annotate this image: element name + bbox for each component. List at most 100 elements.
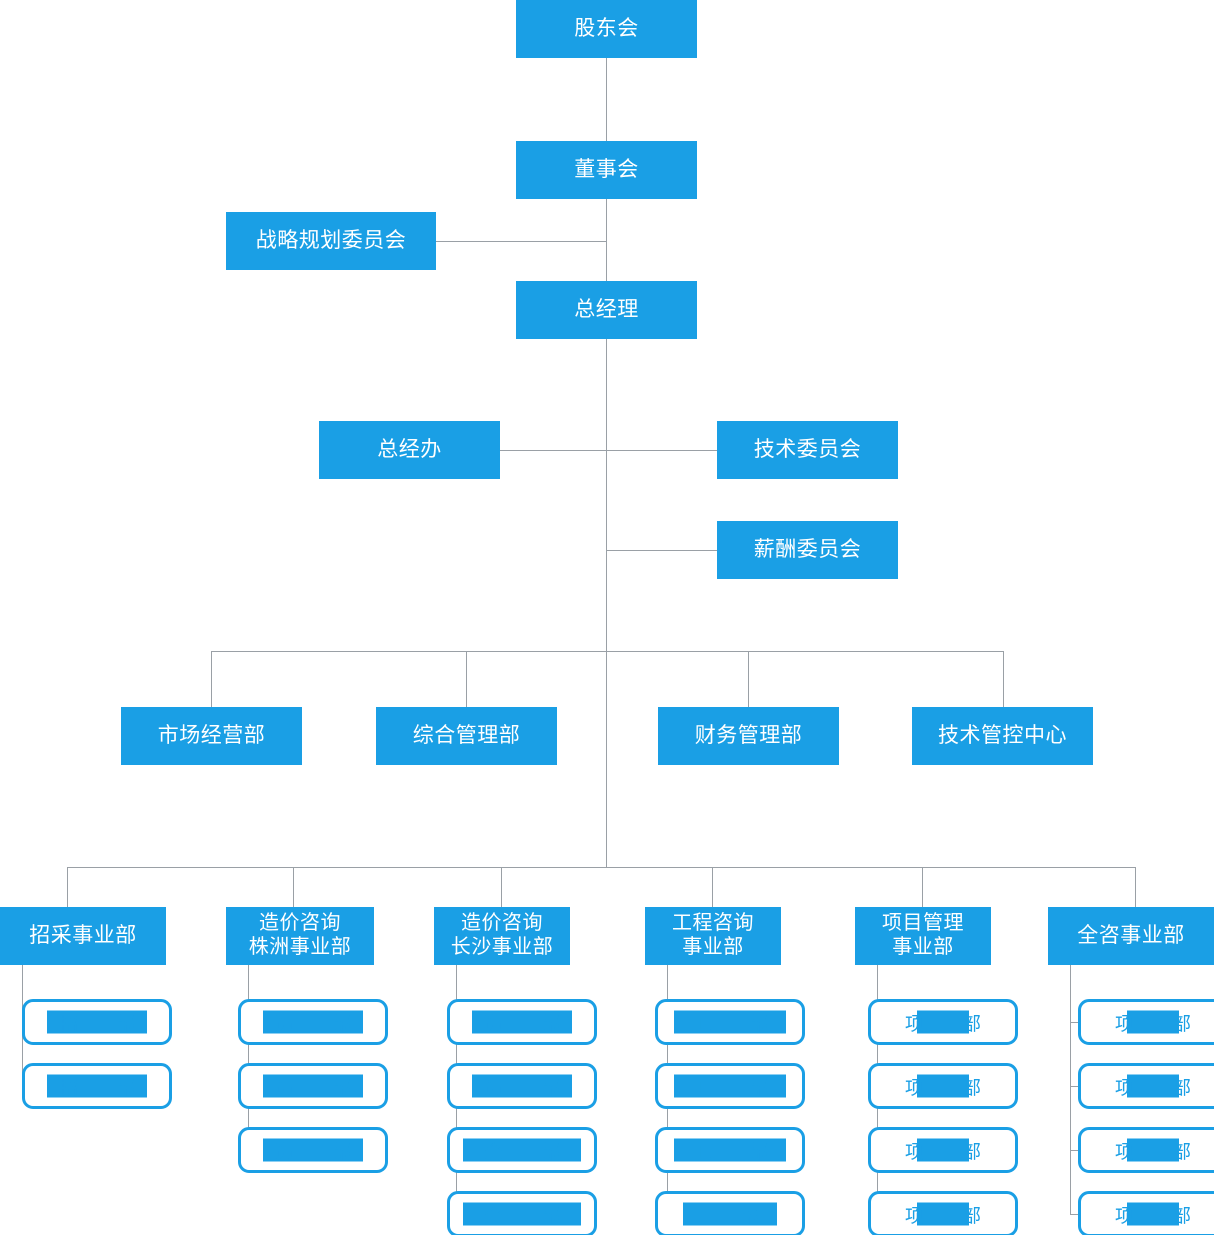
subunit-label: 全 部 (483, 1141, 560, 1163)
connector-department-bus (211, 651, 1004, 652)
connector-strategy-committee (436, 241, 607, 242)
node-subunit-0-1[interactable]: 招 部 (22, 1063, 172, 1109)
connector-bu-5-child-0 (1070, 1022, 1078, 1023)
redaction-bar (1127, 1074, 1179, 1098)
subunit-label: 项 部 (1114, 1205, 1191, 1227)
connector-dept-drop-4 (1003, 651, 1004, 707)
connector-bu-drop-4 (712, 867, 713, 907)
node-subunit-2-3[interactable]: 全 部 (447, 1191, 597, 1235)
node-subunit-5-3[interactable]: 项 部 (1078, 1191, 1214, 1235)
redaction-bar (463, 1138, 581, 1162)
subunit-label: 全 部 (483, 1205, 560, 1227)
connector-bu-drop-3 (501, 867, 502, 907)
subunit-label: 造 部 (483, 1013, 560, 1035)
node-subunit-1-1[interactable]: 造 部 (238, 1063, 388, 1109)
connector-bu-5-child-3 (1070, 1214, 1078, 1215)
subunit-label: 项 部 (904, 1141, 981, 1163)
node-subunit-2-2[interactable]: 全 部 (447, 1127, 597, 1173)
node-subunit-1-2[interactable]: 造 部 (238, 1127, 388, 1173)
redaction-bar (683, 1202, 777, 1226)
node-subunit-4-2[interactable]: 项 部 (868, 1127, 1018, 1173)
node-subunit-3-1[interactable]: 工 部 (655, 1063, 805, 1109)
subunit-label: 项 部 (904, 1077, 981, 1099)
node-subunit-0-0[interactable]: 招 部 (22, 999, 172, 1045)
connector-gm-office (500, 450, 607, 451)
subunit-label: 造 部 (274, 1077, 351, 1099)
node-department-1[interactable]: 综合管理部 (376, 707, 557, 765)
node-business-unit-2[interactable]: 造价咨询 长沙事业部 (434, 907, 570, 965)
redaction-bar (47, 1074, 147, 1098)
redaction-bar (917, 1202, 969, 1226)
node-business-unit-4[interactable]: 项目管理 事业部 (855, 907, 991, 965)
subunit-label: 工 部 (691, 1013, 768, 1035)
node-subunit-5-0[interactable]: 项 部 (1078, 999, 1214, 1045)
connector-comp-committee (606, 550, 717, 551)
node-business-unit-3[interactable]: 工程咨询 事业部 (645, 907, 781, 965)
subunit-label: 项 部 (904, 1013, 981, 1035)
node-subunit-3-3[interactable]: 部 (655, 1191, 805, 1235)
node-subunit-1-0[interactable]: 造 部 (238, 999, 388, 1045)
connector-bu-drop-2 (293, 867, 294, 907)
node-tech-committee[interactable]: 技术委员会 (717, 421, 898, 479)
connector-bu-drop-6 (1135, 867, 1136, 907)
node-department-2[interactable]: 财务管理部 (658, 707, 839, 765)
node-board[interactable]: 董事会 (516, 141, 697, 199)
node-department-0[interactable]: 市场经营部 (121, 707, 302, 765)
node-business-unit-5[interactable]: 全咨事业部 (1048, 907, 1214, 965)
subunit-label: 项 部 (1114, 1013, 1191, 1035)
redaction-bar (674, 1138, 786, 1162)
subunit-label: 项 部 (1114, 1077, 1191, 1099)
node-gm-office[interactable]: 总经办 (319, 421, 500, 479)
connector-bu-bus (67, 867, 1135, 868)
node-business-unit-1[interactable]: 造价咨询 株洲事业部 (226, 907, 374, 965)
subunit-label: 造 部 (274, 1013, 351, 1035)
connector-bu-drop-5 (922, 867, 923, 907)
node-subunit-3-2[interactable]: 工 部 (655, 1127, 805, 1173)
redaction-bar (674, 1074, 786, 1098)
node-subunit-2-1[interactable]: 造 部 (447, 1063, 597, 1109)
subunit-label: 招 部 (58, 1077, 135, 1099)
node-subunit-4-3[interactable]: 项 部 (868, 1191, 1018, 1235)
connector-bu-1-spine (248, 965, 249, 1150)
redaction-bar (1127, 1010, 1179, 1034)
node-subunit-5-1[interactable]: 项 部 (1078, 1063, 1214, 1109)
redaction-bar (47, 1010, 147, 1034)
subunit-label: 项 部 (1114, 1141, 1191, 1163)
connector-bu-5-spine (1070, 965, 1071, 1214)
node-department-3[interactable]: 技术管控中心 (912, 707, 1093, 765)
redaction-bar (472, 1074, 572, 1098)
redaction-bar (263, 1074, 363, 1098)
node-shareholders[interactable]: 股东会 (516, 0, 697, 58)
connector-tech-committee (606, 450, 717, 451)
node-subunit-2-0[interactable]: 造 部 (447, 999, 597, 1045)
node-comp-committee[interactable]: 薪酬委员会 (717, 521, 898, 579)
connector-shareholders-board (606, 58, 607, 141)
connector-bu-drop-1 (67, 867, 68, 907)
connector-bu-5-child-1 (1070, 1086, 1078, 1087)
subunit-label: 项 部 (904, 1205, 981, 1227)
subunit-label: 工 部 (691, 1141, 768, 1163)
connector-dept-drop-3 (748, 651, 749, 707)
node-subunit-4-1[interactable]: 项 部 (868, 1063, 1018, 1109)
subunit-label: 工 部 (691, 1077, 768, 1099)
connector-board-gm (606, 199, 607, 281)
subunit-label: 招 部 (58, 1013, 135, 1035)
redaction-bar (1127, 1138, 1179, 1162)
connector-trunk-to-bu (606, 651, 607, 867)
redaction-bar (263, 1138, 363, 1162)
node-subunit-5-2[interactable]: 项 部 (1078, 1127, 1214, 1173)
redaction-bar (917, 1010, 969, 1034)
redaction-bar (917, 1074, 969, 1098)
node-strategy-committee[interactable]: 战略规划委员会 (226, 212, 436, 270)
subunit-label: 造 部 (274, 1141, 351, 1163)
redaction-bar (472, 1010, 572, 1034)
node-general-manager[interactable]: 总经理 (516, 281, 697, 339)
connector-gm-trunk (606, 339, 607, 651)
connector-dept-drop-2 (466, 651, 467, 707)
node-subunit-3-0[interactable]: 工 部 (655, 999, 805, 1045)
redaction-bar (1127, 1202, 1179, 1226)
connector-bu-5-child-2 (1070, 1150, 1078, 1151)
node-subunit-4-0[interactable]: 项 部 (868, 999, 1018, 1045)
node-business-unit-0[interactable]: 招采事业部 (0, 907, 166, 965)
